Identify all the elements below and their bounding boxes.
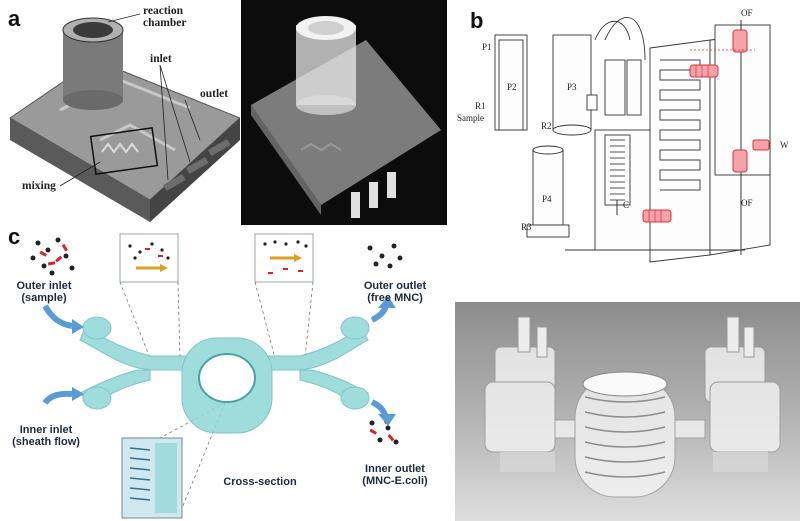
- label-cross-section: Cross-section: [223, 476, 297, 488]
- label-c: C: [623, 200, 630, 210]
- label-inner-inlet: Inner inlet (sheath flow): [12, 424, 80, 448]
- sample-particles: [30, 237, 75, 276]
- device-photo-drawing: [484, 316, 781, 498]
- label-r1: R1: [475, 101, 486, 111]
- apparatus-drawing: [494, 17, 771, 263]
- label-p3: P3: [567, 82, 577, 92]
- label-outer-outlet: Outer outlet (free MNC): [363, 280, 427, 304]
- label-r3: R3: [521, 222, 532, 232]
- label-of-top: OF: [741, 8, 753, 18]
- panel-a-photo: [241, 0, 447, 225]
- mixing-region-box: [89, 127, 159, 175]
- label-inlet: inlet: [150, 53, 172, 65]
- label-outer-inlet: Outer inlet (sample): [16, 280, 72, 304]
- label-w: W: [780, 140, 789, 150]
- free-mnc-particles: [367, 243, 403, 269]
- chip-cad-drawing: [9, 13, 240, 222]
- panel-label-a: a: [8, 6, 21, 31]
- label-outlet: outlet: [200, 88, 229, 100]
- panel-c-illustration: Outer inlet (sample) Inner inlet (sheath…: [0, 228, 455, 521]
- label-p1: P1: [482, 42, 492, 52]
- label-mixing: mixing: [22, 180, 56, 192]
- label-p2: P2: [507, 82, 517, 92]
- label-p4: P4: [542, 194, 552, 204]
- label-of-bottom: OF: [741, 198, 753, 208]
- panel-b-schematic: P1 P2 P3 P4 R1 Sample R2 R3 C OF OF W: [455, 0, 800, 280]
- label-sample: Sample: [457, 113, 484, 123]
- panel-d-photo: [455, 302, 800, 521]
- chip-photo-drawing: [251, 16, 441, 218]
- label-r2: R2: [541, 121, 552, 131]
- channel-drawing: [30, 233, 403, 519]
- panel-label-b: b: [470, 8, 484, 33]
- label-inner-outlet: Inner outlet (MNC-E.coli): [362, 463, 428, 487]
- panel-label-c: c: [8, 224, 21, 249]
- panel-a-cad-render: reaction chamber inlet outlet mixing: [0, 0, 240, 225]
- mnc-ecoli-particles: [369, 418, 399, 445]
- label-reaction-chamber: reaction chamber: [143, 5, 187, 29]
